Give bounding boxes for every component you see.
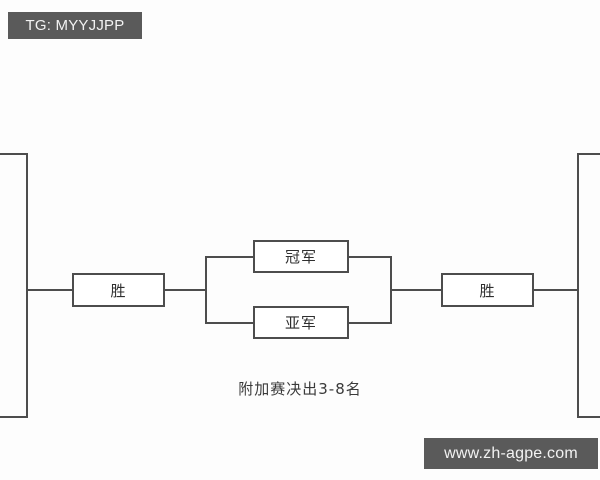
left-group-bracket xyxy=(0,153,28,418)
telegram-tag-watermark: TG: MYYJJPP xyxy=(8,12,142,39)
connector-split-to-runner-up xyxy=(205,322,254,324)
center-split-left-vertical xyxy=(205,256,207,324)
node-right-win-label: 胜 xyxy=(479,281,496,300)
connector-runner-up-to-merge xyxy=(348,322,392,324)
connector-split-to-champion xyxy=(205,256,254,258)
node-left-win-label: 胜 xyxy=(110,281,127,300)
node-runner-up-label: 亚军 xyxy=(284,314,317,332)
node-runner-up: 亚军 xyxy=(253,306,349,339)
connector-champion-to-merge xyxy=(348,256,392,258)
connector-right-win-to-right-bracket xyxy=(533,289,579,291)
node-champion: 冠军 xyxy=(253,240,349,273)
node-champion-label: 冠军 xyxy=(284,248,317,266)
connector-left-bracket-to-left-win xyxy=(26,289,73,291)
node-left-win: 胜 xyxy=(72,273,165,307)
connector-left-win-to-center-split xyxy=(165,289,206,291)
right-group-bracket xyxy=(577,153,600,418)
node-right-win: 胜 xyxy=(441,273,534,307)
connector-center-merge-to-right-win xyxy=(390,289,442,291)
playoff-caption: 附加赛决出3-8名 xyxy=(238,380,362,398)
site-url-watermark: www.zh-agpe.com xyxy=(424,438,598,469)
